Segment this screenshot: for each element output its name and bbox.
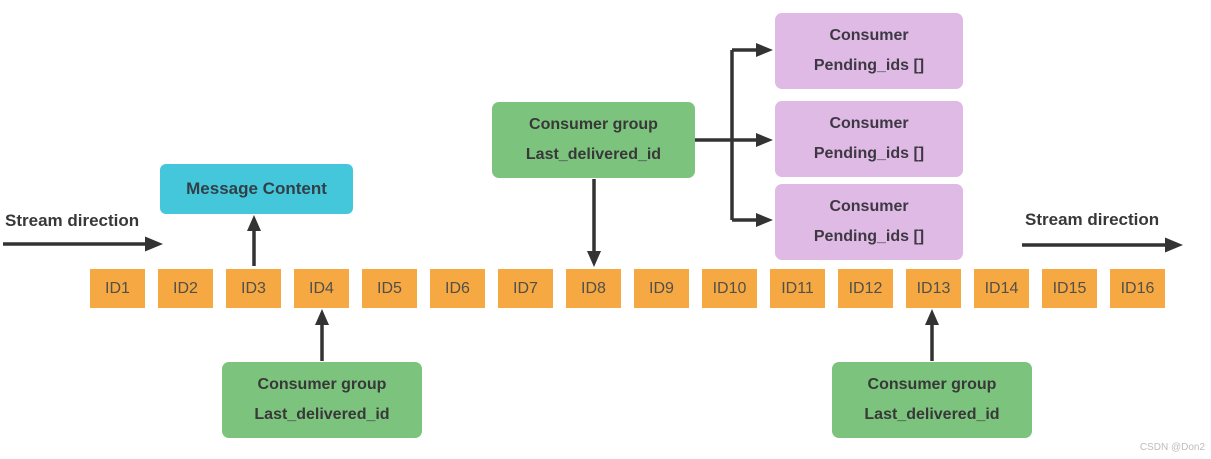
stream-entry: ID5 xyxy=(362,269,417,308)
stream-entry: ID2 xyxy=(158,269,213,308)
stream-direction-arrow-left xyxy=(3,236,163,252)
arrow-id3-to-message-content xyxy=(247,215,261,266)
consumer-group-box-bottom-right: Consumer group Last_delivered_id xyxy=(832,362,1032,438)
consumer-group-last-delivered-id: Last_delivered_id xyxy=(864,406,1000,424)
consumer-title: Consumer xyxy=(829,115,909,133)
consumer-group-box-top: Consumer group Last_delivered_id xyxy=(492,102,695,178)
consumer-group-title: Consumer group xyxy=(867,376,997,394)
consumer-group-title: Consumer group xyxy=(529,116,658,134)
consumer-group-box-bottom-left: Consumer group Last_delivered_id xyxy=(222,362,422,438)
stream-entry: ID3 xyxy=(226,269,281,308)
stream-direction-label-right: Stream direction xyxy=(1025,210,1160,229)
consumer-group-title: Consumer group xyxy=(257,376,387,394)
consumer-box: Consumer Pending_ids [] xyxy=(775,13,963,89)
consumer-pending-ids: Pending_ids [] xyxy=(813,57,925,75)
stream-row: ID1 ID2 ID3 ID4 ID5 ID6 ID7 ID8 ID9 ID10… xyxy=(90,269,1165,308)
arrow-consumer-group-to-id8 xyxy=(587,179,601,267)
stream-entry: ID8 xyxy=(566,269,621,308)
stream-entry: ID9 xyxy=(634,269,689,308)
consumer-pending-ids: Pending_ids [] xyxy=(813,228,925,246)
stream-entry: ID4 xyxy=(294,269,349,308)
arrow-consumer-group-to-id4 xyxy=(315,309,329,361)
stream-entry: ID15 xyxy=(1042,269,1097,308)
stream-direction-arrow-right xyxy=(1022,237,1183,253)
stream-entry: ID12 xyxy=(838,269,893,308)
consumer-group-to-consumers-branch xyxy=(695,43,773,227)
stream-entry: ID14 xyxy=(974,269,1029,308)
arrow-consumer-group-to-id13 xyxy=(925,309,939,361)
stream-entry: ID1 xyxy=(90,269,145,308)
message-content-box: Message Content xyxy=(160,164,353,214)
consumer-group-last-delivered-id: Last_delivered_id xyxy=(525,146,662,164)
consumer-group-last-delivered-id: Last_delivered_id xyxy=(254,406,390,424)
consumer-title: Consumer xyxy=(829,27,909,45)
stream-entry: ID6 xyxy=(430,269,485,308)
consumer-box: Consumer Pending_ids [] xyxy=(775,101,963,177)
stream-entry: ID10 xyxy=(702,269,757,308)
stream-entry: ID13 xyxy=(906,269,961,308)
consumer-box: Consumer Pending_ids [] xyxy=(775,184,963,260)
message-content-label: Message Content xyxy=(186,179,327,198)
stream-direction-label-left: Stream direction xyxy=(5,211,140,230)
consumer-pending-ids: Pending_ids [] xyxy=(813,145,925,163)
watermark: CSDN @Don2 xyxy=(1139,442,1205,453)
stream-entry: ID16 xyxy=(1110,269,1165,308)
stream-entry: ID11 xyxy=(770,269,825,308)
consumer-title: Consumer xyxy=(829,198,909,216)
stream-entry: ID7 xyxy=(498,269,553,308)
